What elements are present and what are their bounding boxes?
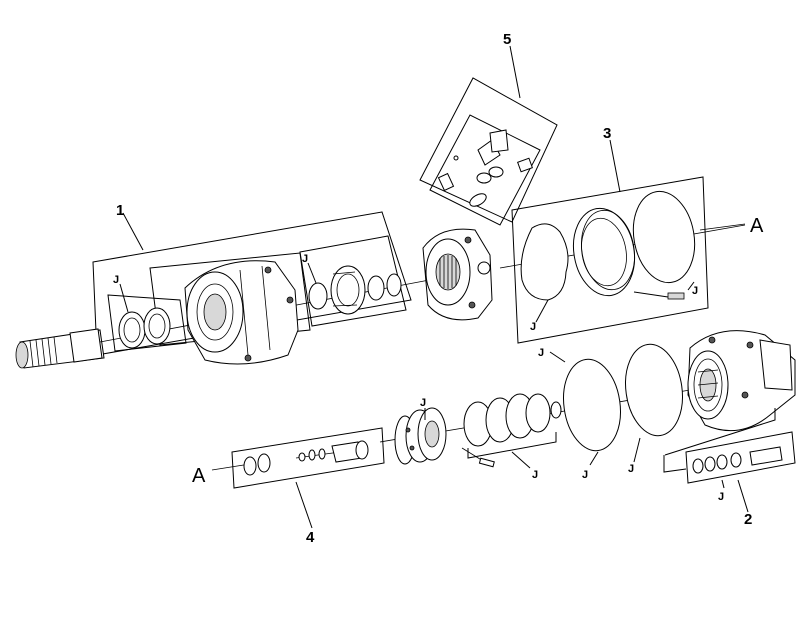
callout-2: 2 xyxy=(744,511,752,528)
bracket-j-lower xyxy=(467,432,557,459)
callout-j-5: J xyxy=(538,347,544,359)
group-3-frame xyxy=(511,176,709,344)
spool-assembly xyxy=(394,407,495,468)
leader-4 xyxy=(295,481,313,529)
callout-a-left: A xyxy=(192,465,206,487)
leader-3-j xyxy=(687,281,695,291)
piston-rings xyxy=(463,393,562,447)
group-2-parts xyxy=(692,446,783,474)
callout-j-2: J xyxy=(302,253,308,265)
leader-j-1b xyxy=(307,262,317,284)
center-housing xyxy=(422,228,493,321)
leader-j-1a xyxy=(119,283,129,313)
leader-j-oring3 xyxy=(633,437,641,463)
callout-j-1: J xyxy=(113,274,119,286)
callout-j-9: J xyxy=(628,463,634,475)
callout-j-8: J xyxy=(582,469,588,481)
leader-j-oring2 xyxy=(589,451,599,466)
group-5-frame xyxy=(419,77,558,226)
group-4-frame xyxy=(231,427,385,489)
callout-a-right: A xyxy=(750,215,764,237)
leader-5 xyxy=(509,45,521,99)
group-3-parts xyxy=(520,190,696,301)
callout-j-7: J xyxy=(532,469,538,481)
axis-a-right xyxy=(699,223,746,231)
leader-j-oring1 xyxy=(549,351,566,363)
leader-3-pin xyxy=(633,291,669,298)
callout-j-4: J xyxy=(692,285,698,297)
group-4-parts xyxy=(243,440,369,476)
leader-3 xyxy=(609,139,621,193)
input-shaft xyxy=(15,328,105,369)
large-o-rings xyxy=(563,343,683,452)
leader-2 xyxy=(737,479,749,513)
leader-1 xyxy=(122,212,144,251)
end-cover xyxy=(687,330,796,432)
group-2-frame xyxy=(663,408,796,484)
callout-j-10: J xyxy=(718,491,724,503)
callout-5: 5 xyxy=(503,31,511,48)
leader-j-group2 xyxy=(721,479,725,489)
callout-j-3: J xyxy=(530,321,536,333)
callout-4: 4 xyxy=(306,529,315,546)
bearing-assembly xyxy=(308,265,402,315)
leader-3-j2 xyxy=(535,299,549,323)
valve-pieces xyxy=(437,129,533,207)
bearing-rings-left xyxy=(118,307,171,349)
leader-j-lower xyxy=(511,451,531,469)
bearing-housing xyxy=(184,260,299,365)
callout-1: 1 xyxy=(116,202,124,219)
callout-3: 3 xyxy=(603,125,611,142)
callout-j-6: J xyxy=(420,397,426,409)
